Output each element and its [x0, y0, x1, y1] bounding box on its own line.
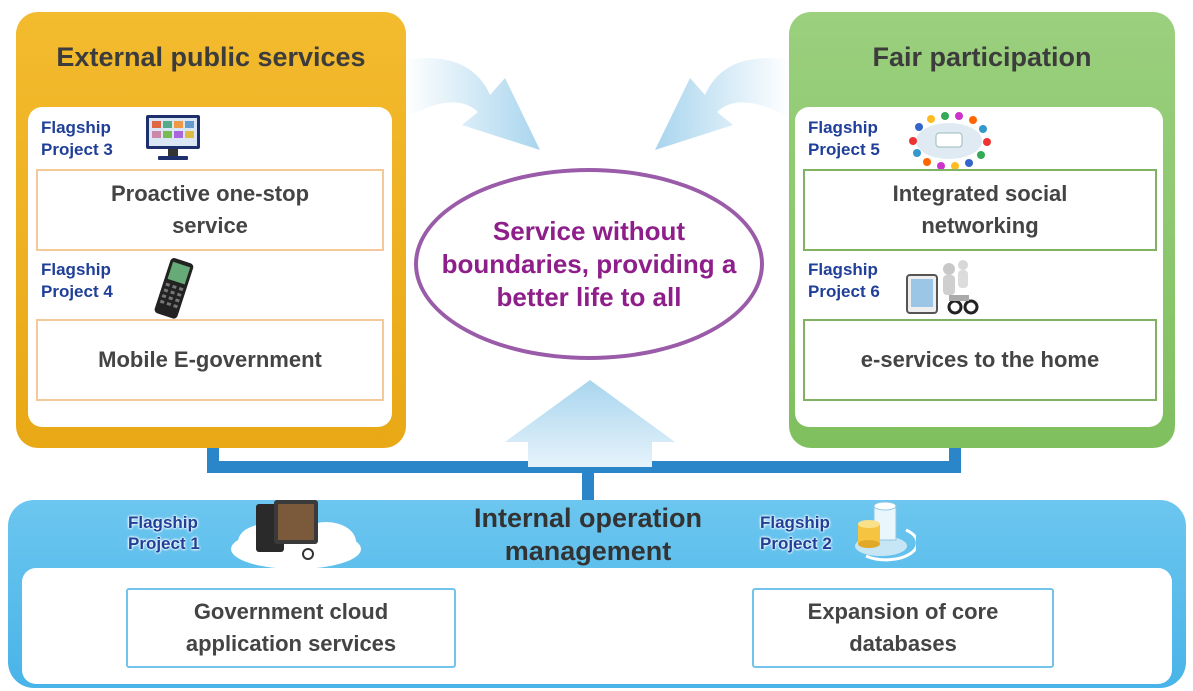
left-curved-arrow [405, 58, 540, 150]
mobile-egov-label: Mobile E-government [98, 347, 322, 372]
up-arrow [505, 380, 675, 467]
tablet-people-icon [906, 260, 979, 315]
center-vision-text: Service without boundaries, providing a … [441, 215, 737, 312]
right-curved-arrow [655, 58, 790, 150]
core-databases-label: Expansion of core databases [807, 599, 999, 656]
cloud-computer-icon [231, 500, 361, 569]
external-services-panel: External public services Flagship Projec… [16, 12, 406, 448]
eservices-home-box: e-services to the home [803, 319, 1157, 401]
government-cloud-box: Government cloud application services [126, 588, 456, 668]
monitor-icon [146, 115, 200, 160]
database-icon [855, 501, 916, 562]
internal-panel-title: Internal operation management [473, 503, 703, 566]
people-circle-icon [909, 112, 991, 170]
connector-stem [582, 467, 594, 507]
integrated-social-box: Integrated social networking [803, 169, 1157, 251]
flagship-label-5: Flagship Project 5 [808, 118, 880, 159]
center-vision-oval: Service without boundaries, providing a … [414, 168, 764, 360]
flagship-label-4: Flagship Project 4 [41, 260, 113, 301]
flagship-label-1: Flagship Project 1 [128, 513, 200, 553]
external-panel-title: External public services [56, 42, 366, 72]
fair-panel-title: Fair participation [872, 42, 1092, 72]
external-inner-card: Flagship Project 3 Proactive one-stop se… [28, 107, 392, 427]
mobile-phone-icon [154, 258, 194, 319]
eservices-home-label: e-services to the home [860, 347, 1100, 372]
flagship-label-6: Flagship Project 6 [808, 260, 880, 301]
flagship-label-3: Flagship Project 3 [41, 118, 113, 159]
core-databases-box: Expansion of core databases [752, 588, 1054, 668]
government-cloud-label: Government cloud application services [185, 599, 397, 656]
fair-inner-card: Flagship Project 5 Integrated social net… [795, 107, 1163, 427]
flagship-label-2: Flagship Project 2 [760, 513, 832, 553]
mobile-egov-box: Mobile E-government [36, 319, 384, 401]
internal-inner-card: Government cloud application services Ex… [22, 568, 1172, 684]
proactive-one-stop-label: Proactive one-stop service [110, 181, 310, 238]
integrated-social-label: Integrated social networking [892, 181, 1068, 238]
internal-operation-panel: Internal operation management Flagship P… [8, 500, 1186, 688]
proactive-one-stop-box: Proactive one-stop service [36, 169, 384, 251]
fair-participation-panel: Fair participation Flagship Project 5 In… [789, 12, 1175, 448]
